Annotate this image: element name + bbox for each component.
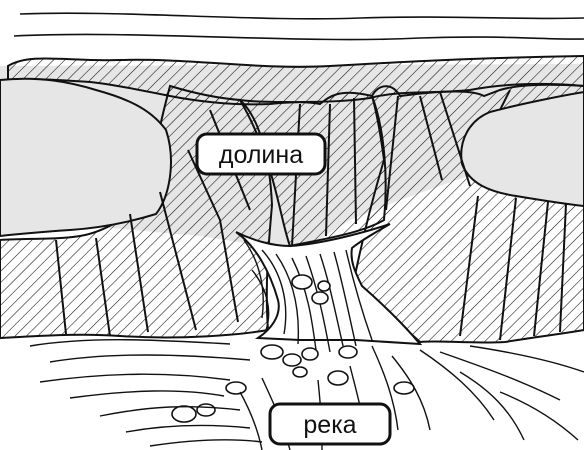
valley-label: долина (197, 134, 325, 174)
river-label-text: река (303, 411, 356, 439)
river-label: река (270, 404, 390, 444)
valley-label-text: долина (219, 141, 303, 169)
horizon-lines (14, 13, 584, 39)
